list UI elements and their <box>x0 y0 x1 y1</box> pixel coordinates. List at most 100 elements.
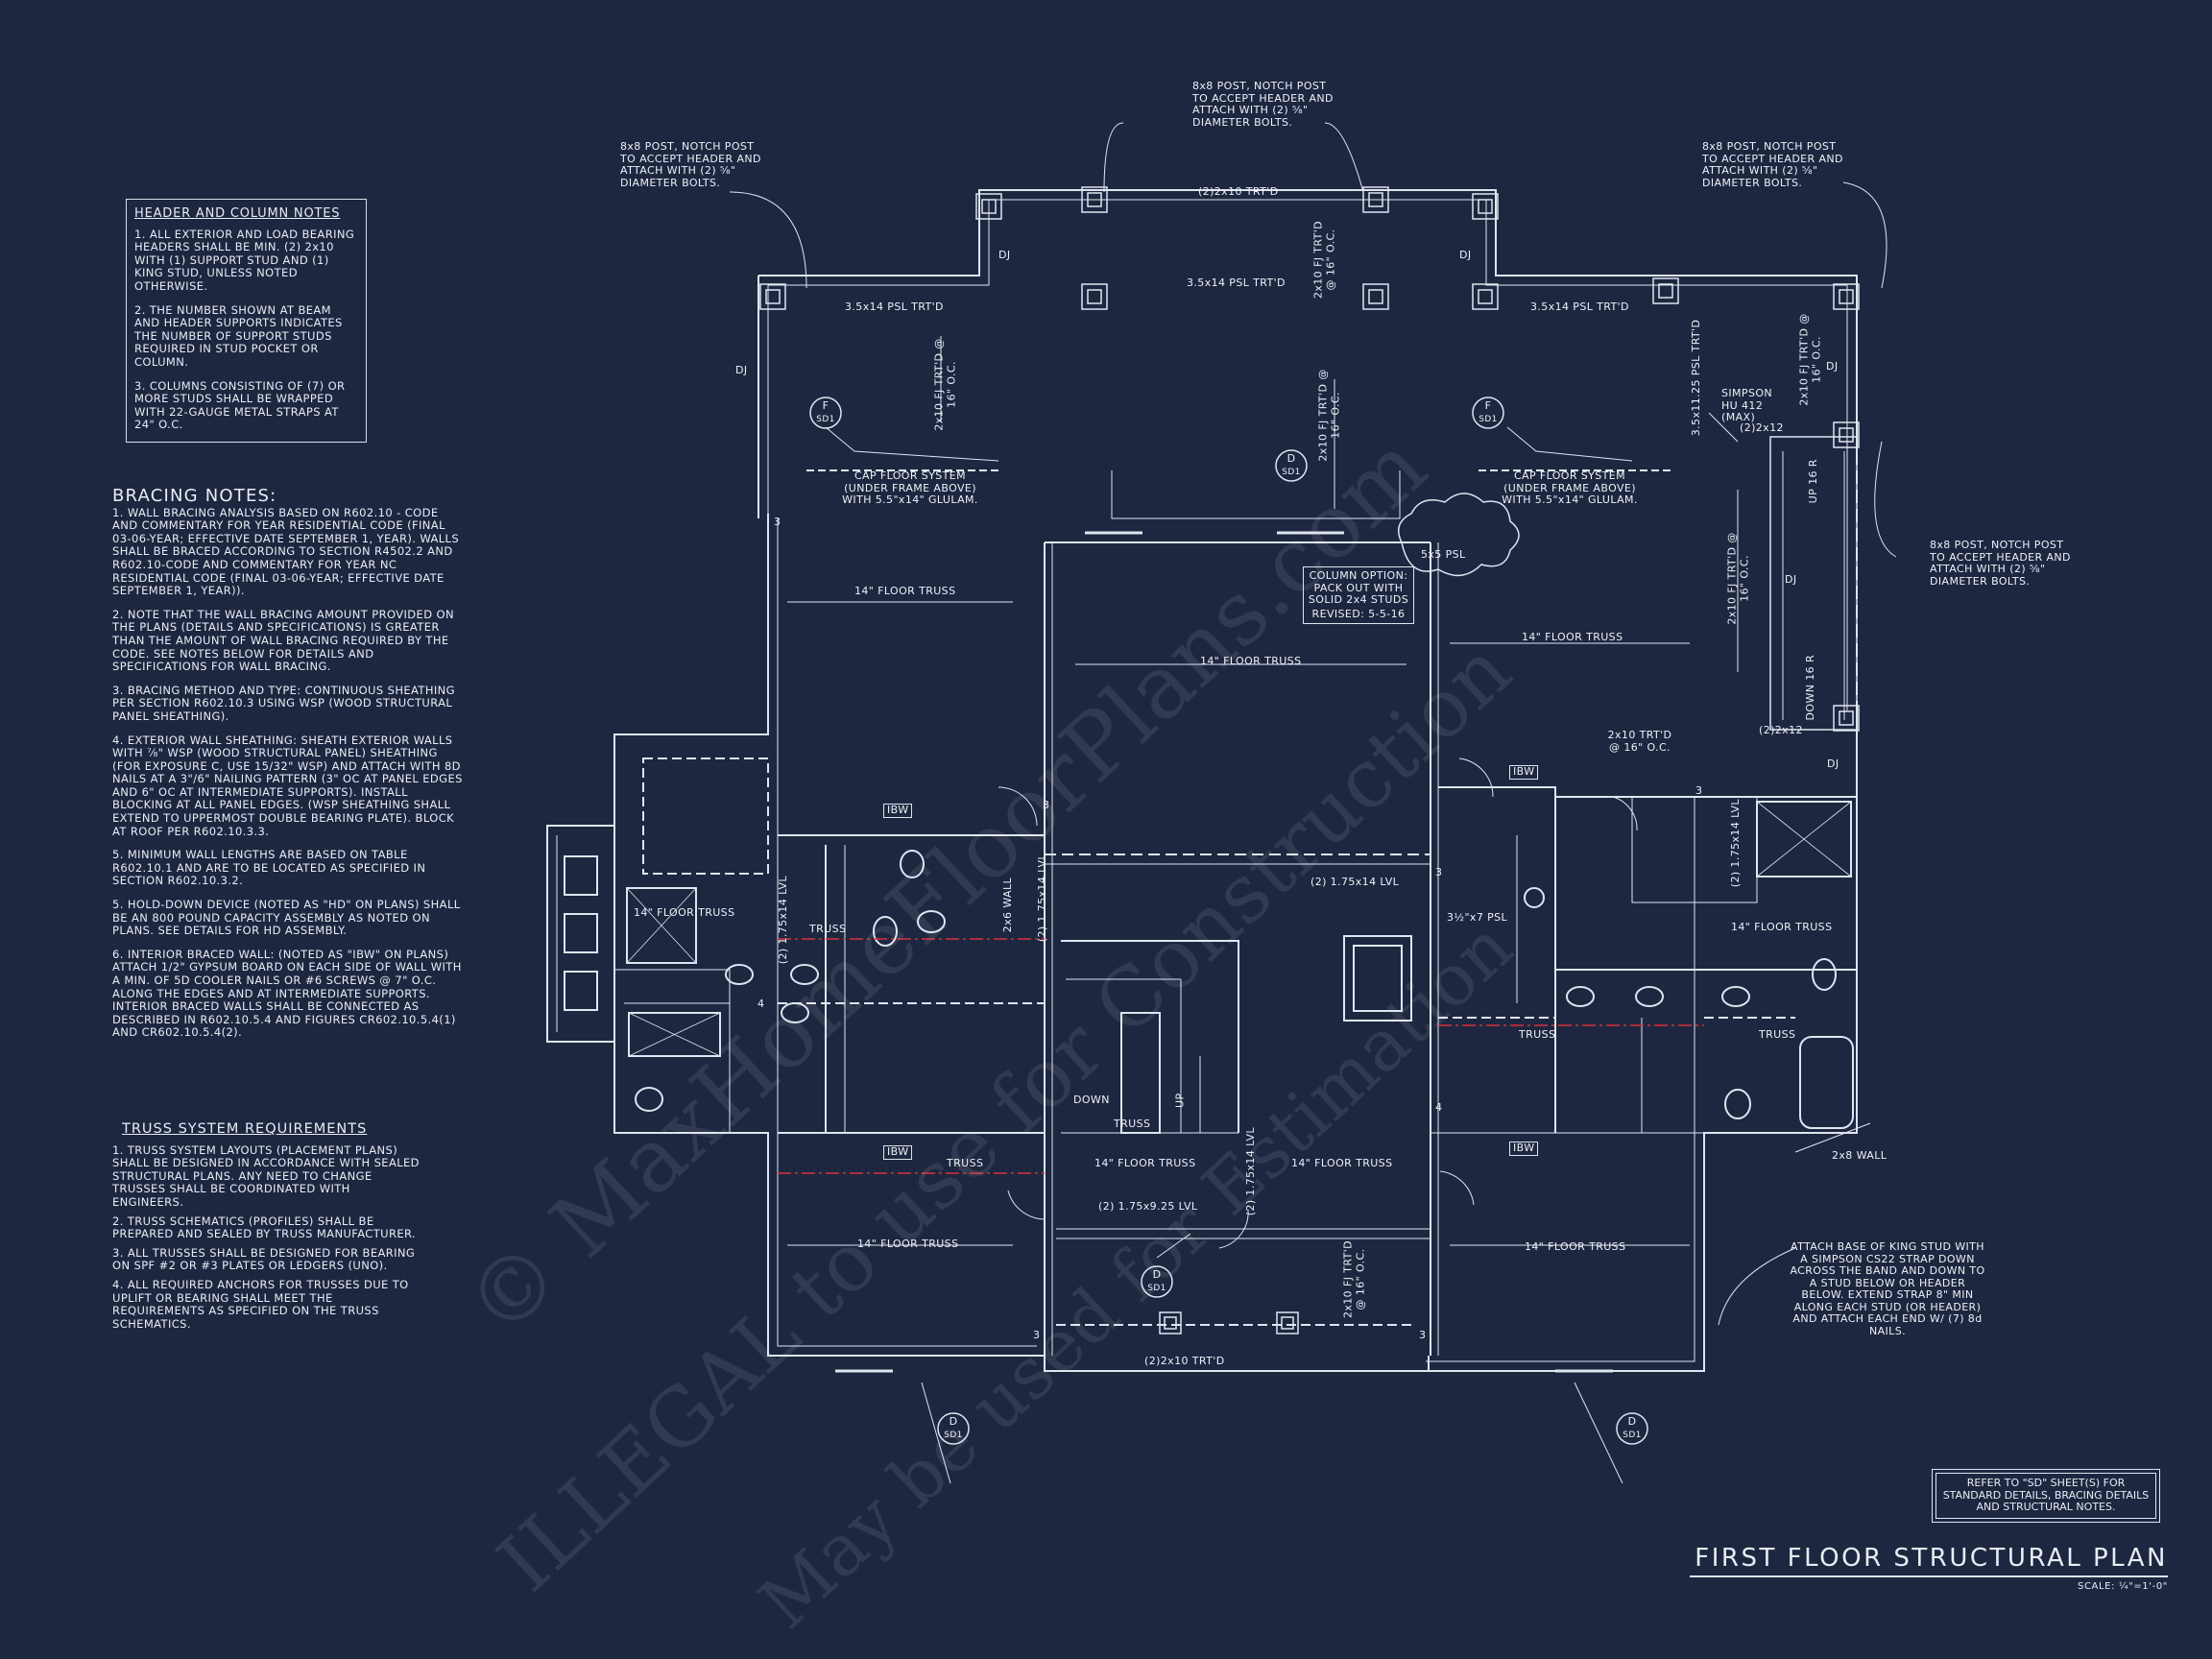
tag-letter: D <box>949 1415 958 1428</box>
exterior-wall <box>613 514 1430 1372</box>
header-column-notes: HEADER AND COLUMN NOTES 1. ALL EXTERIOR … <box>126 199 367 443</box>
beam-psl-left: 3.5x14 PSL TRT'D <box>845 301 944 313</box>
floor-truss-label: 14" FLOOR TRUSS <box>857 1238 959 1250</box>
stud-count: 3 <box>1033 1329 1041 1341</box>
truss-label: TRUSS <box>809 923 847 935</box>
section-tag-f-right <box>1472 397 1504 429</box>
psl-35x7: 3½"x7 PSL <box>1447 911 1508 924</box>
truss-note-item: 2. TRUSS SCHEMATICS (PROFILES) SHALL BE … <box>112 1214 417 1241</box>
bracing-note-item: 1. WALL BRACING ANALYSIS BASED ON R602.1… <box>112 505 460 598</box>
dj-label: DJ <box>1785 573 1797 586</box>
column-option-box: COLUMN OPTION: PACK OUT WITH SOLID 2x4 S… <box>1303 566 1414 624</box>
bracing-note-item: 4. EXTERIOR WALL SHEATHING: SHEATH EXTER… <box>112 733 463 838</box>
reference-note-box: REFER TO "SD" SHEET(S) FOR STANDARD DETA… <box>1932 1469 2160 1523</box>
tag-letter: D <box>1286 452 1296 465</box>
cap-floor-left: CAP FLOOR SYSTEM (UNDER FRAME ABOVE) WIT… <box>842 469 978 506</box>
tag-sheet: SD1 <box>816 414 835 424</box>
floor-truss-label: 14" FLOOR TRUSS <box>1731 921 1833 933</box>
truss-note-item: 4. ALL REQUIRED ANCHORS FOR TRUSSES DUE … <box>112 1277 409 1331</box>
lvl-mid: (2) 1.75x14 LVL <box>1310 876 1400 888</box>
floor-truss-label: 14" FLOOR TRUSS <box>634 906 735 919</box>
ibw-tag: IBW <box>1509 765 1539 780</box>
lvl-lower-center: (2) 1.75x14 LVL <box>1243 1127 1257 1216</box>
header-note-item: 2. THE NUMBER SHOWN AT BEAM AND HEADER S… <box>134 302 343 369</box>
truss-note-item: 3. ALL TRUSSES SHALL BE DESIGNED FOR BEA… <box>112 1245 416 1273</box>
fj-top-center: 2x10 FJ TRT'D @ 16" O.C. <box>1311 220 1337 300</box>
dj-label: DJ <box>1459 249 1472 261</box>
beam-2x12-top: (2)2x12 <box>1740 421 1784 434</box>
stair-down: DOWN <box>1073 1094 1110 1106</box>
header-note-item: 1. ALL EXTERIOR AND LOAD BEARING HEADERS… <box>134 227 355 293</box>
title-underline <box>1690 1575 2168 1577</box>
tag-d-bl: D SD1 <box>942 1415 965 1441</box>
stud-count: 4 <box>1435 1101 1443 1114</box>
post-note-center: 8x8 POST, NOTCH POST TO ACCEPT HEADER AN… <box>1192 80 1334 129</box>
floor-truss-label: 14" FLOOR TRUSS <box>854 585 956 597</box>
bracing-note-item: 3. BRACING METHOD AND TYPE: CONTINUOUS S… <box>112 683 455 723</box>
header-notes-heading: HEADER AND COLUMN NOTES <box>134 206 341 221</box>
post-5x5: 5x5 PSL <box>1421 548 1466 561</box>
stair-down-16r: DOWN 16 R <box>1803 655 1816 721</box>
tag-letter: D <box>1152 1268 1162 1281</box>
tag-sheet: SD1 <box>1623 1430 1642 1440</box>
column-option-text: COLUMN OPTION: PACK OUT WITH SOLID 2x4 S… <box>1308 569 1409 606</box>
joist-2x10-right: 2x10 TRT'D @ 16" O.C. <box>1607 729 1672 754</box>
revised-text: REVISED: 5-5-16 <box>1311 607 1406 620</box>
tag-letter: D <box>1627 1415 1637 1428</box>
cap-floor-right: CAP FLOOR SYSTEM (UNDER FRAME ABOVE) WIT… <box>1502 469 1638 506</box>
fj-right-stair: 2x10 FJ TRT'D @ 16" O.C. <box>1725 532 1751 625</box>
truss-label: TRUSS <box>1759 1028 1796 1041</box>
section-tag-d-bl <box>937 1412 970 1445</box>
section-tag-d-mid <box>1141 1265 1173 1298</box>
lvl-center-left: (2) 1.75x14 LVL <box>1035 854 1048 943</box>
tag-letter: F <box>1484 399 1492 412</box>
section-tag-d-br <box>1616 1412 1648 1445</box>
tag-sheet: SD1 <box>1147 1283 1166 1293</box>
truss-note-item: 1. TRUSS SYSTEM LAYOUTS (PLACEMENT PLANS… <box>112 1142 420 1209</box>
floor-truss-label: 14" FLOOR TRUSS <box>1291 1157 1393 1169</box>
stud-count: 3 <box>1435 866 1443 878</box>
beam-2-2x10-bottom: (2)2x10 TRT'D <box>1144 1355 1225 1367</box>
fj-left: 2x10 FJ TRT'D @ 16" O.C. <box>932 338 958 431</box>
tag-sheet: SD1 <box>1282 467 1301 477</box>
beam-psl-vertical: 3.5x11.25 PSL TRT'D <box>1689 319 1702 437</box>
header-note-item: 3. COLUMNS CONSISTING OF (7) OR MORE STU… <box>134 378 346 432</box>
wall-2x8: 2x8 WALL <box>1832 1149 1887 1162</box>
drawing-title: FIRST FLOOR STRUCTURAL PLAN <box>1695 1544 2168 1573</box>
bracing-note-item: 5. HOLD-DOWN DEVICE (NOTED AS "HD" ON PL… <box>112 898 461 938</box>
wall-2x6: 2x6 WALL <box>1000 877 1014 933</box>
floor-truss-label: 14" FLOOR TRUSS <box>1522 631 1623 643</box>
stud-count: 3 <box>1043 799 1050 811</box>
dj-label: DJ <box>1827 757 1839 770</box>
strap-note: ATTACH BASE OF KING STUD WITH A SIMPSON … <box>1790 1240 1985 1337</box>
tag-d-top: D SD1 <box>1280 452 1303 478</box>
stud-count: 3 <box>1419 1329 1427 1341</box>
floor-truss-label: 14" FLOOR TRUSS <box>1094 1157 1196 1169</box>
truss-requirements: TRUSS SYSTEM REQUIREMENTS 1. TRUSS SYSTE… <box>112 1121 424 1341</box>
dj-label: DJ <box>735 364 748 376</box>
dj-label: DJ <box>1826 360 1839 373</box>
reference-note-text: REFER TO "SD" SHEET(S) FOR STANDARD DETA… <box>1936 1473 2156 1519</box>
fj-bottom: 2x10 FJ TRT'D @ 16" O.C. <box>1341 1239 1367 1319</box>
bracing-note-item: 6. INTERIOR BRACED WALL: (NOTED AS "IBW"… <box>112 947 462 1040</box>
beam-2x12-bottom: (2)2x12 <box>1759 724 1803 736</box>
lvl-925: (2) 1.75x9.25 LVL <box>1098 1200 1198 1213</box>
tag-sheet: SD1 <box>944 1430 963 1440</box>
beam-2-2x10-top: (2)2x10 TRT'D <box>1198 185 1279 198</box>
dj-label: DJ <box>998 249 1011 261</box>
bracing-notes: BRACING NOTES: 1. WALL BRACING ANALYSIS … <box>112 488 466 1050</box>
tag-d-mid: D SD1 <box>1145 1268 1168 1294</box>
stair-up: UP <box>1173 1093 1187 1109</box>
truss-notes-heading: TRUSS SYSTEM REQUIREMENTS <box>122 1121 368 1137</box>
truss-label: TRUSS <box>1114 1118 1151 1130</box>
stud-count: 3 <box>1695 784 1703 797</box>
truss-label: TRUSS <box>1519 1028 1556 1041</box>
post-note-right-lower: 8x8 POST, NOTCH POST TO ACCEPT HEADER AN… <box>1930 539 2071 588</box>
fj-center: 2x10 FJ TRT'D @ 16" O.C. <box>1316 369 1342 462</box>
beam-psl-center: 3.5x14 PSL TRT'D <box>1187 276 1286 289</box>
bracing-note-item: 2. NOTE THAT THE WALL BRACING AMOUNT PRO… <box>112 607 454 674</box>
simpson-hanger: SIMPSON HU 412 (MAX) <box>1721 387 1773 423</box>
